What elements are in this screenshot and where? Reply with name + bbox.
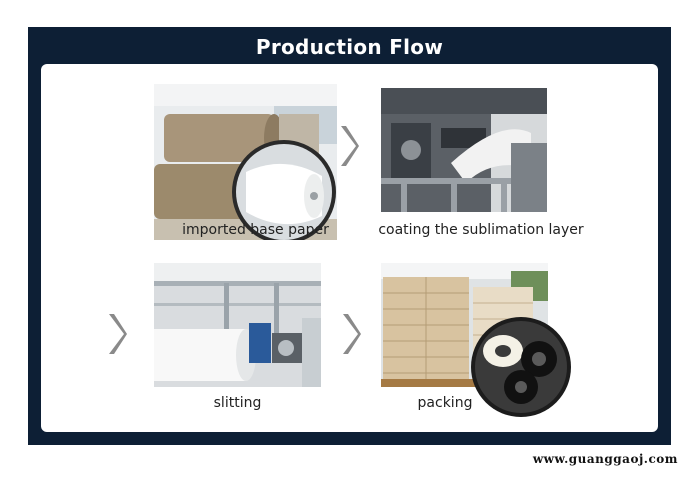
site-watermark: www.guanggaoj.com <box>532 452 678 466</box>
step-caption-packing: packing <box>417 395 473 411</box>
packed-cartons-photo <box>381 263 571 423</box>
step-caption-slitting: slitting <box>213 395 262 411</box>
coating-machine-photo <box>381 88 547 212</box>
chevron-right-icon <box>341 126 359 166</box>
step-caption-coating: coating the sublimation layer <box>378 222 584 238</box>
step-caption-base-paper: imported base paper <box>182 222 329 238</box>
base-paper-rolls-photo <box>154 84 337 240</box>
chevron-right-icon <box>109 314 127 354</box>
slitting-machine-photo <box>154 263 321 387</box>
flow-panel: imported base paper coating the sublimat <box>41 64 658 432</box>
production-flow-frame: Production Flow <box>28 27 671 445</box>
chevron-right-icon <box>343 314 361 354</box>
page-title: Production Flow <box>255 35 444 59</box>
